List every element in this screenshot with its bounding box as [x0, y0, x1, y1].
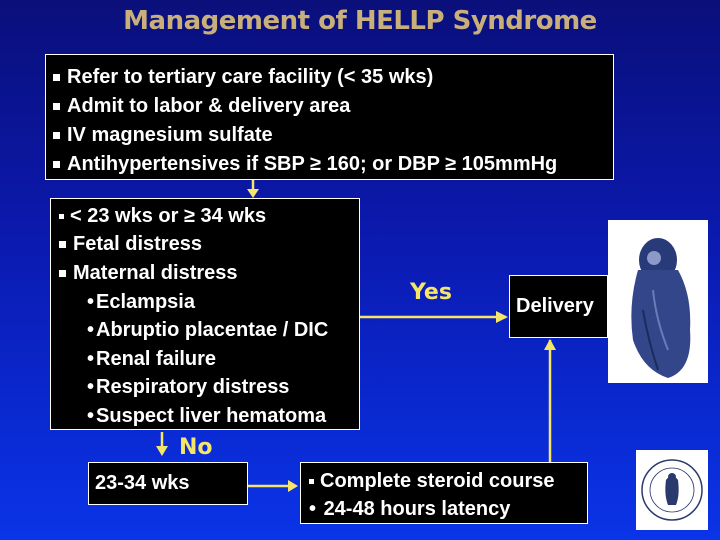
arrowhead: [156, 446, 168, 456]
arrowhead: [544, 339, 556, 350]
seal-emblem-icon: [636, 450, 708, 530]
arrowhead: [288, 480, 298, 492]
society-seal: [636, 450, 708, 530]
arrowhead: [247, 189, 259, 198]
woman-sculpture-picture: [608, 220, 708, 383]
arrowhead: [496, 311, 508, 323]
woman-figure-icon: [608, 220, 708, 383]
